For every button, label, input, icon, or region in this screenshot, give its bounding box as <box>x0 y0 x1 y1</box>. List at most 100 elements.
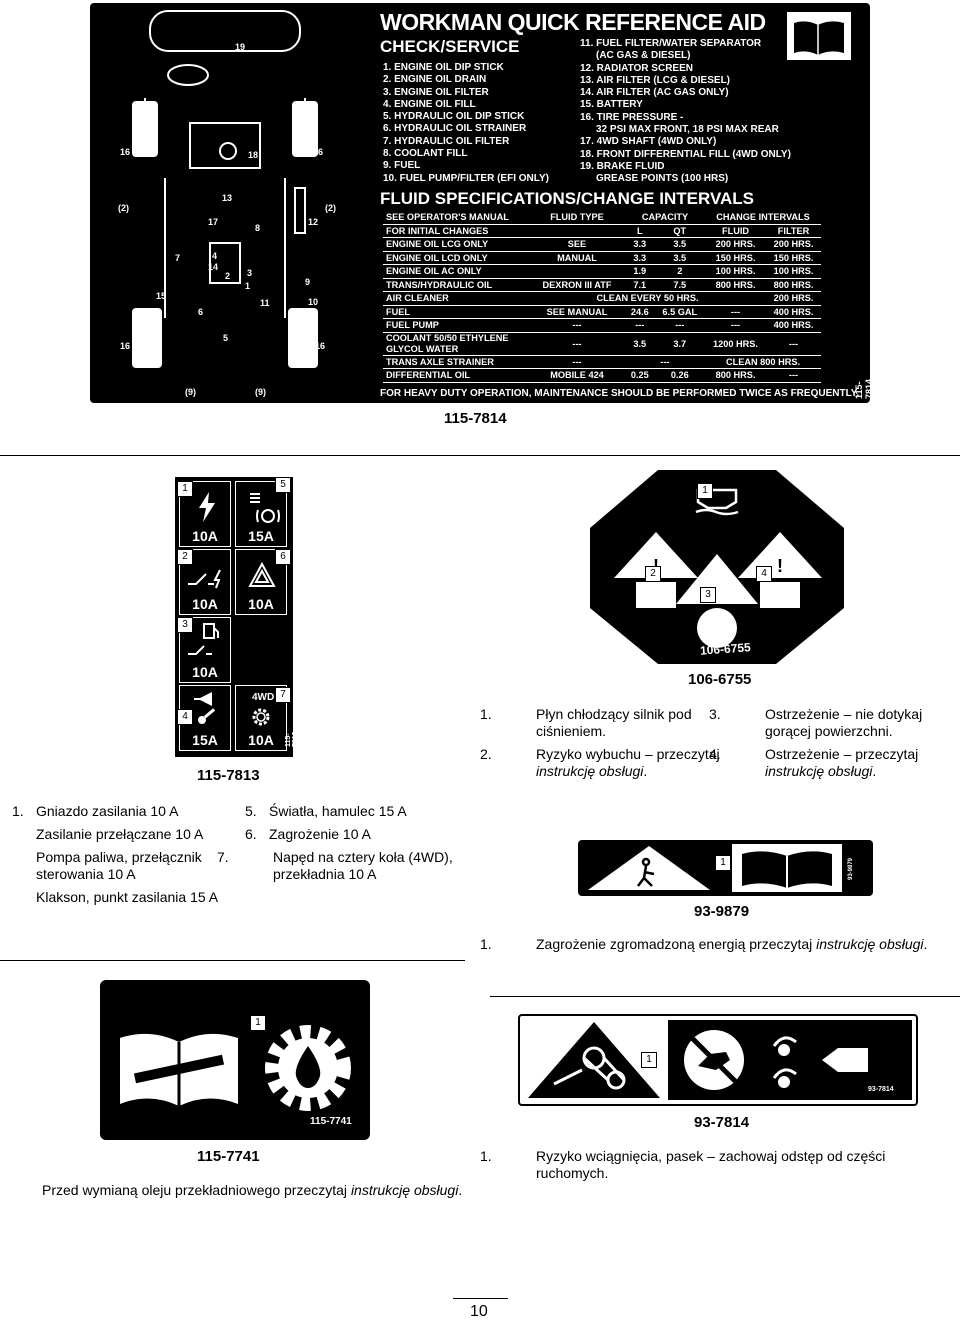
table-row: DIFFERENTIAL OIL MOBILE 424 0.25 0.26 80… <box>383 368 821 383</box>
table-cell: 800 HRS. <box>766 278 821 292</box>
item-number: 4. <box>12 889 36 906</box>
list-item: 17. 4WD SHAFT (4WD ONLY) <box>580 136 717 148</box>
item-text: Zagrożenie 10 A <box>269 826 371 842</box>
hazard-triangle-icon <box>248 562 276 587</box>
page-number: 10 <box>470 1303 488 1320</box>
list-item: 5. HYDRAULIC OIL DIP STICK <box>383 111 525 123</box>
table-row: FUEL PUMP --- --- --- --- 400 HRS. <box>383 318 821 333</box>
item-text: Napęd na cztery koła (4WD), przekładnia … <box>273 849 453 882</box>
table-cell: FUEL <box>383 305 529 319</box>
item-number: 1. <box>12 1182 42 1199</box>
table-cell: 400 HRS. <box>766 318 821 333</box>
table-header-cell: FLUID <box>705 224 767 238</box>
item-text: Zagrożenie zgromadzoną energią przeczyta… <box>536 936 817 952</box>
item-text: Światła, hamulec 15 A <box>269 803 407 819</box>
table-cell: 7.1 <box>625 278 655 292</box>
table-cell: ENGINE OIL LCG ONLY <box>383 237 529 252</box>
table-row: COOLANT 50/50 ETHYLENE GLYCOL WATER --- … <box>383 332 821 356</box>
table-cell: --- <box>705 318 767 333</box>
item-number: 2. <box>480 746 492 762</box>
table-cell: MANUAL <box>529 251 625 265</box>
desc-115-7813-left: 1.Gniazdo zasilania 10 A 2.Zasilanie prz… <box>12 803 227 906</box>
item-text: Pompa paliwa, przełącznik sterowania 10 … <box>36 849 202 882</box>
item-end: . <box>872 763 877 779</box>
table-cell: ENGINE OIL AC ONLY <box>383 264 529 279</box>
4wd-label: 4WD <box>252 692 275 703</box>
list-item: 15. BATTERY <box>580 99 643 111</box>
list-item: 7. HYDRAULIC OIL FILTER <box>383 135 510 147</box>
item-number: 2. <box>12 826 36 843</box>
list-item: 32 PSI MAX FRONT, 18 PSI MAX REAR <box>596 124 779 136</box>
callout-badge: 3 <box>177 617 193 633</box>
table-cell: DEXRON III ATF <box>529 278 625 292</box>
diagram-label-2a: (2) <box>118 203 129 213</box>
decal-code-115-7813: 115-7813 <box>197 767 260 784</box>
callout-badge: 1 <box>177 481 193 497</box>
table-cell: --- <box>625 318 655 333</box>
callout-badge: 7 <box>275 687 291 703</box>
table-cell: 1200 HRS. <box>705 332 767 356</box>
table-header-cell: CHANGE INTERVALS <box>705 211 821 225</box>
desc-115-7741: 1.Przed wymianą oleju przekładniowego pr… <box>12 1182 472 1199</box>
callout-badge: 4 <box>756 566 772 582</box>
item-italic: instrukcję obsługi <box>816 936 924 952</box>
list-item: 3. ENGINE OIL FILTER <box>383 86 489 98</box>
diagram-label-2b: (2) <box>325 203 336 213</box>
fuse-cell-1: 10A <box>179 481 231 547</box>
list-item: 11. FUEL FILTER/WATER SEPARATOR <box>580 38 762 49</box>
table-cell: 2 <box>654 264 705 279</box>
item-number: 1. <box>480 706 492 722</box>
diagram-label-15: 15 <box>156 291 166 301</box>
list-item: 8. COOLANT FILL <box>383 148 468 160</box>
table-header-cell <box>529 224 625 238</box>
fluid-spec-title: FLUID SPECIFICATIONS/CHANGE INTERVALS <box>380 189 755 208</box>
callout-badge: 1 <box>697 483 713 499</box>
diagram-label-16d: 16 <box>315 341 325 351</box>
decal-code-115-7814: 115-7814 <box>444 410 507 427</box>
qra-subtitle: CHECK/SERVICE <box>380 37 520 56</box>
diagram-label-17: 17 <box>208 217 218 227</box>
table-cell: 200 HRS. <box>766 237 821 252</box>
table-cell: TRANS/HYDRAULIC OIL <box>383 278 529 292</box>
table-cell: 3.3 <box>625 251 655 265</box>
item-number: 5. <box>245 803 257 819</box>
vehicle-service-diagram: 19 18 16 16 (2) (2) 13 17 12 8 7 4 14 2 … <box>118 10 336 397</box>
callout-badge: 5 <box>275 477 291 493</box>
list-item: 18. FRONT DIFFERENTIAL FILL (4WD ONLY) <box>580 148 791 160</box>
switched-power-icon <box>188 569 221 589</box>
item-text: Ostrzeżenie – nie dotykaj gorącej powier… <box>765 706 923 739</box>
fuse-amp: 10A <box>248 732 274 748</box>
decal-code-115-7741: 115-7741 <box>197 1148 260 1165</box>
fuse-cell-3: 10A <box>179 617 231 683</box>
diagram-label-9b: (9) <box>255 387 266 397</box>
callout-badge: 4 <box>177 709 193 725</box>
table-cell: --- <box>529 318 625 333</box>
item-text: Gniazdo zasilania 10 A <box>36 803 179 819</box>
diagram-label-19: 19 <box>235 42 245 52</box>
entanglement-instructions-panel: 93-7814 <box>668 1020 912 1100</box>
qra-list-left: 1. ENGINE OIL DIP STICK 2. ENGINE OIL DR… <box>383 62 549 185</box>
callout-badge: 6 <box>275 549 291 565</box>
item-text: Przed wymianą oleju przekładniowego prze… <box>42 1182 351 1198</box>
table-cell: 800 HRS. <box>705 278 767 292</box>
decal-side-code: 93-9879 <box>848 857 854 880</box>
diagram-label-5: 5 <box>223 333 228 343</box>
stored-energy-warning-icon <box>588 846 710 890</box>
table-row: TRANS/HYDRAULIC OIL DEXRON III ATF 7.1 7… <box>383 278 821 292</box>
diagram-label-16c: 16 <box>120 341 130 351</box>
table-cell: MOBILE 424 <box>529 368 625 383</box>
item-text: Ostrzeżenie – przeczytaj <box>765 746 919 762</box>
diagram-label-14: 14 <box>208 262 218 272</box>
table-cell: 7.5 <box>654 278 705 292</box>
wrench-manual-icon <box>120 1033 238 1106</box>
item-number: 3. <box>12 849 36 866</box>
decal-inner-code: 115-7741 <box>310 1116 352 1127</box>
list-item: 1. ENGINE OIL DIP STICK <box>383 62 504 73</box>
table-row: FUEL SEE MANUAL 24.6 6.5 GAL --- 400 HRS… <box>383 305 821 319</box>
table-cell: --- <box>705 305 767 319</box>
callout-badge: 1 <box>715 855 731 871</box>
fuse-amp: 15A <box>192 732 218 748</box>
diagram-label-18: 18 <box>248 150 258 160</box>
qra-title: WORKMAN QUICK REFERENCE AID <box>380 9 766 35</box>
table-cell: --- <box>654 318 705 333</box>
